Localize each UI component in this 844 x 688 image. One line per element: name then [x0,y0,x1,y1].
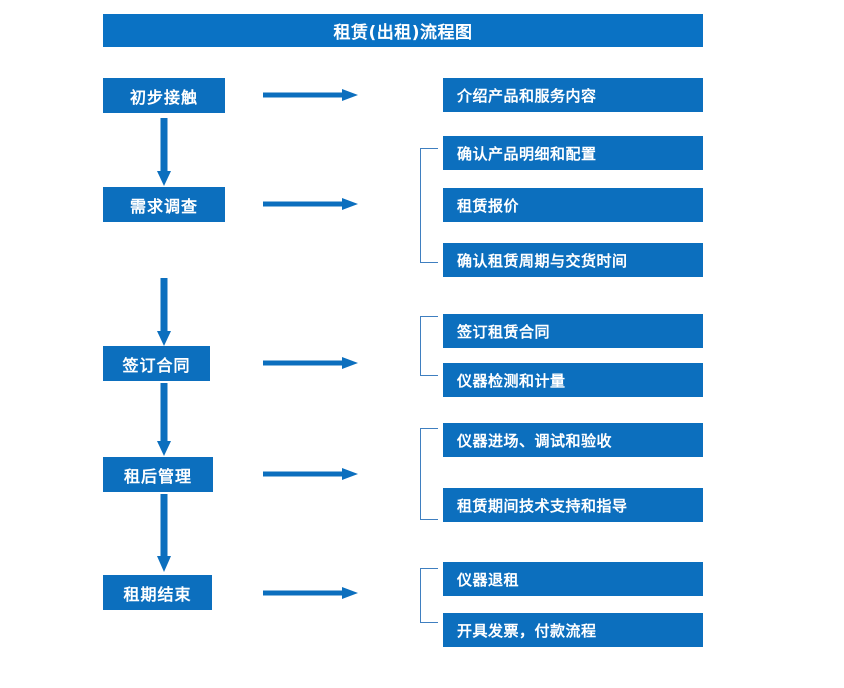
horizontal-arrow-stage-1 [263,88,358,102]
detail-box-租赁期间技术支持和指导[interactable]: 租赁期间技术支持和指导 [443,488,703,522]
detail-box-仪器进场调试和验收[interactable]: 仪器进场、调试和验收 [443,423,703,457]
group-bracket-stage-2 [420,148,438,263]
stage-box-初步接触[interactable]: 初步接触 [103,78,225,113]
detail-box-签订租赁合同[interactable]: 签订租赁合同 [443,314,703,348]
vertical-arrow-4-5 [155,494,173,574]
group-bracket-stage-5 [420,568,438,623]
horizontal-arrow-stage-2 [263,197,358,211]
vertical-arrow-2-3 [155,278,173,348]
detail-box-介绍产品和服务内容[interactable]: 介绍产品和服务内容 [443,78,703,112]
vertical-arrow-3-4 [155,383,173,458]
stage-box-租期结束[interactable]: 租期结束 [103,575,212,610]
detail-box-租赁报价[interactable]: 租赁报价 [443,188,703,222]
group-bracket-stage-4 [420,428,438,520]
detail-box-仪器检测和计量[interactable]: 仪器检测和计量 [443,363,703,397]
horizontal-arrow-stage-5 [263,586,358,600]
horizontal-arrow-stage-3 [263,356,358,370]
detail-box-开具发票付款流程[interactable]: 开具发票，付款流程 [443,613,703,647]
vertical-arrow-1-2 [155,118,173,188]
stage-box-签订合同[interactable]: 签订合同 [103,346,210,381]
stage-box-租后管理[interactable]: 租后管理 [103,457,213,492]
page-title: 租赁(出租)流程图 [103,14,703,47]
detail-box-确认产品明细和配置[interactable]: 确认产品明细和配置 [443,136,703,170]
group-bracket-stage-3 [420,316,438,376]
detail-box-仪器退租[interactable]: 仪器退租 [443,562,703,596]
stage-box-需求调查[interactable]: 需求调查 [103,187,225,222]
horizontal-arrow-stage-4 [263,467,358,481]
detail-box-确认租赁周期与交货时间[interactable]: 确认租赁周期与交货时间 [443,243,703,277]
